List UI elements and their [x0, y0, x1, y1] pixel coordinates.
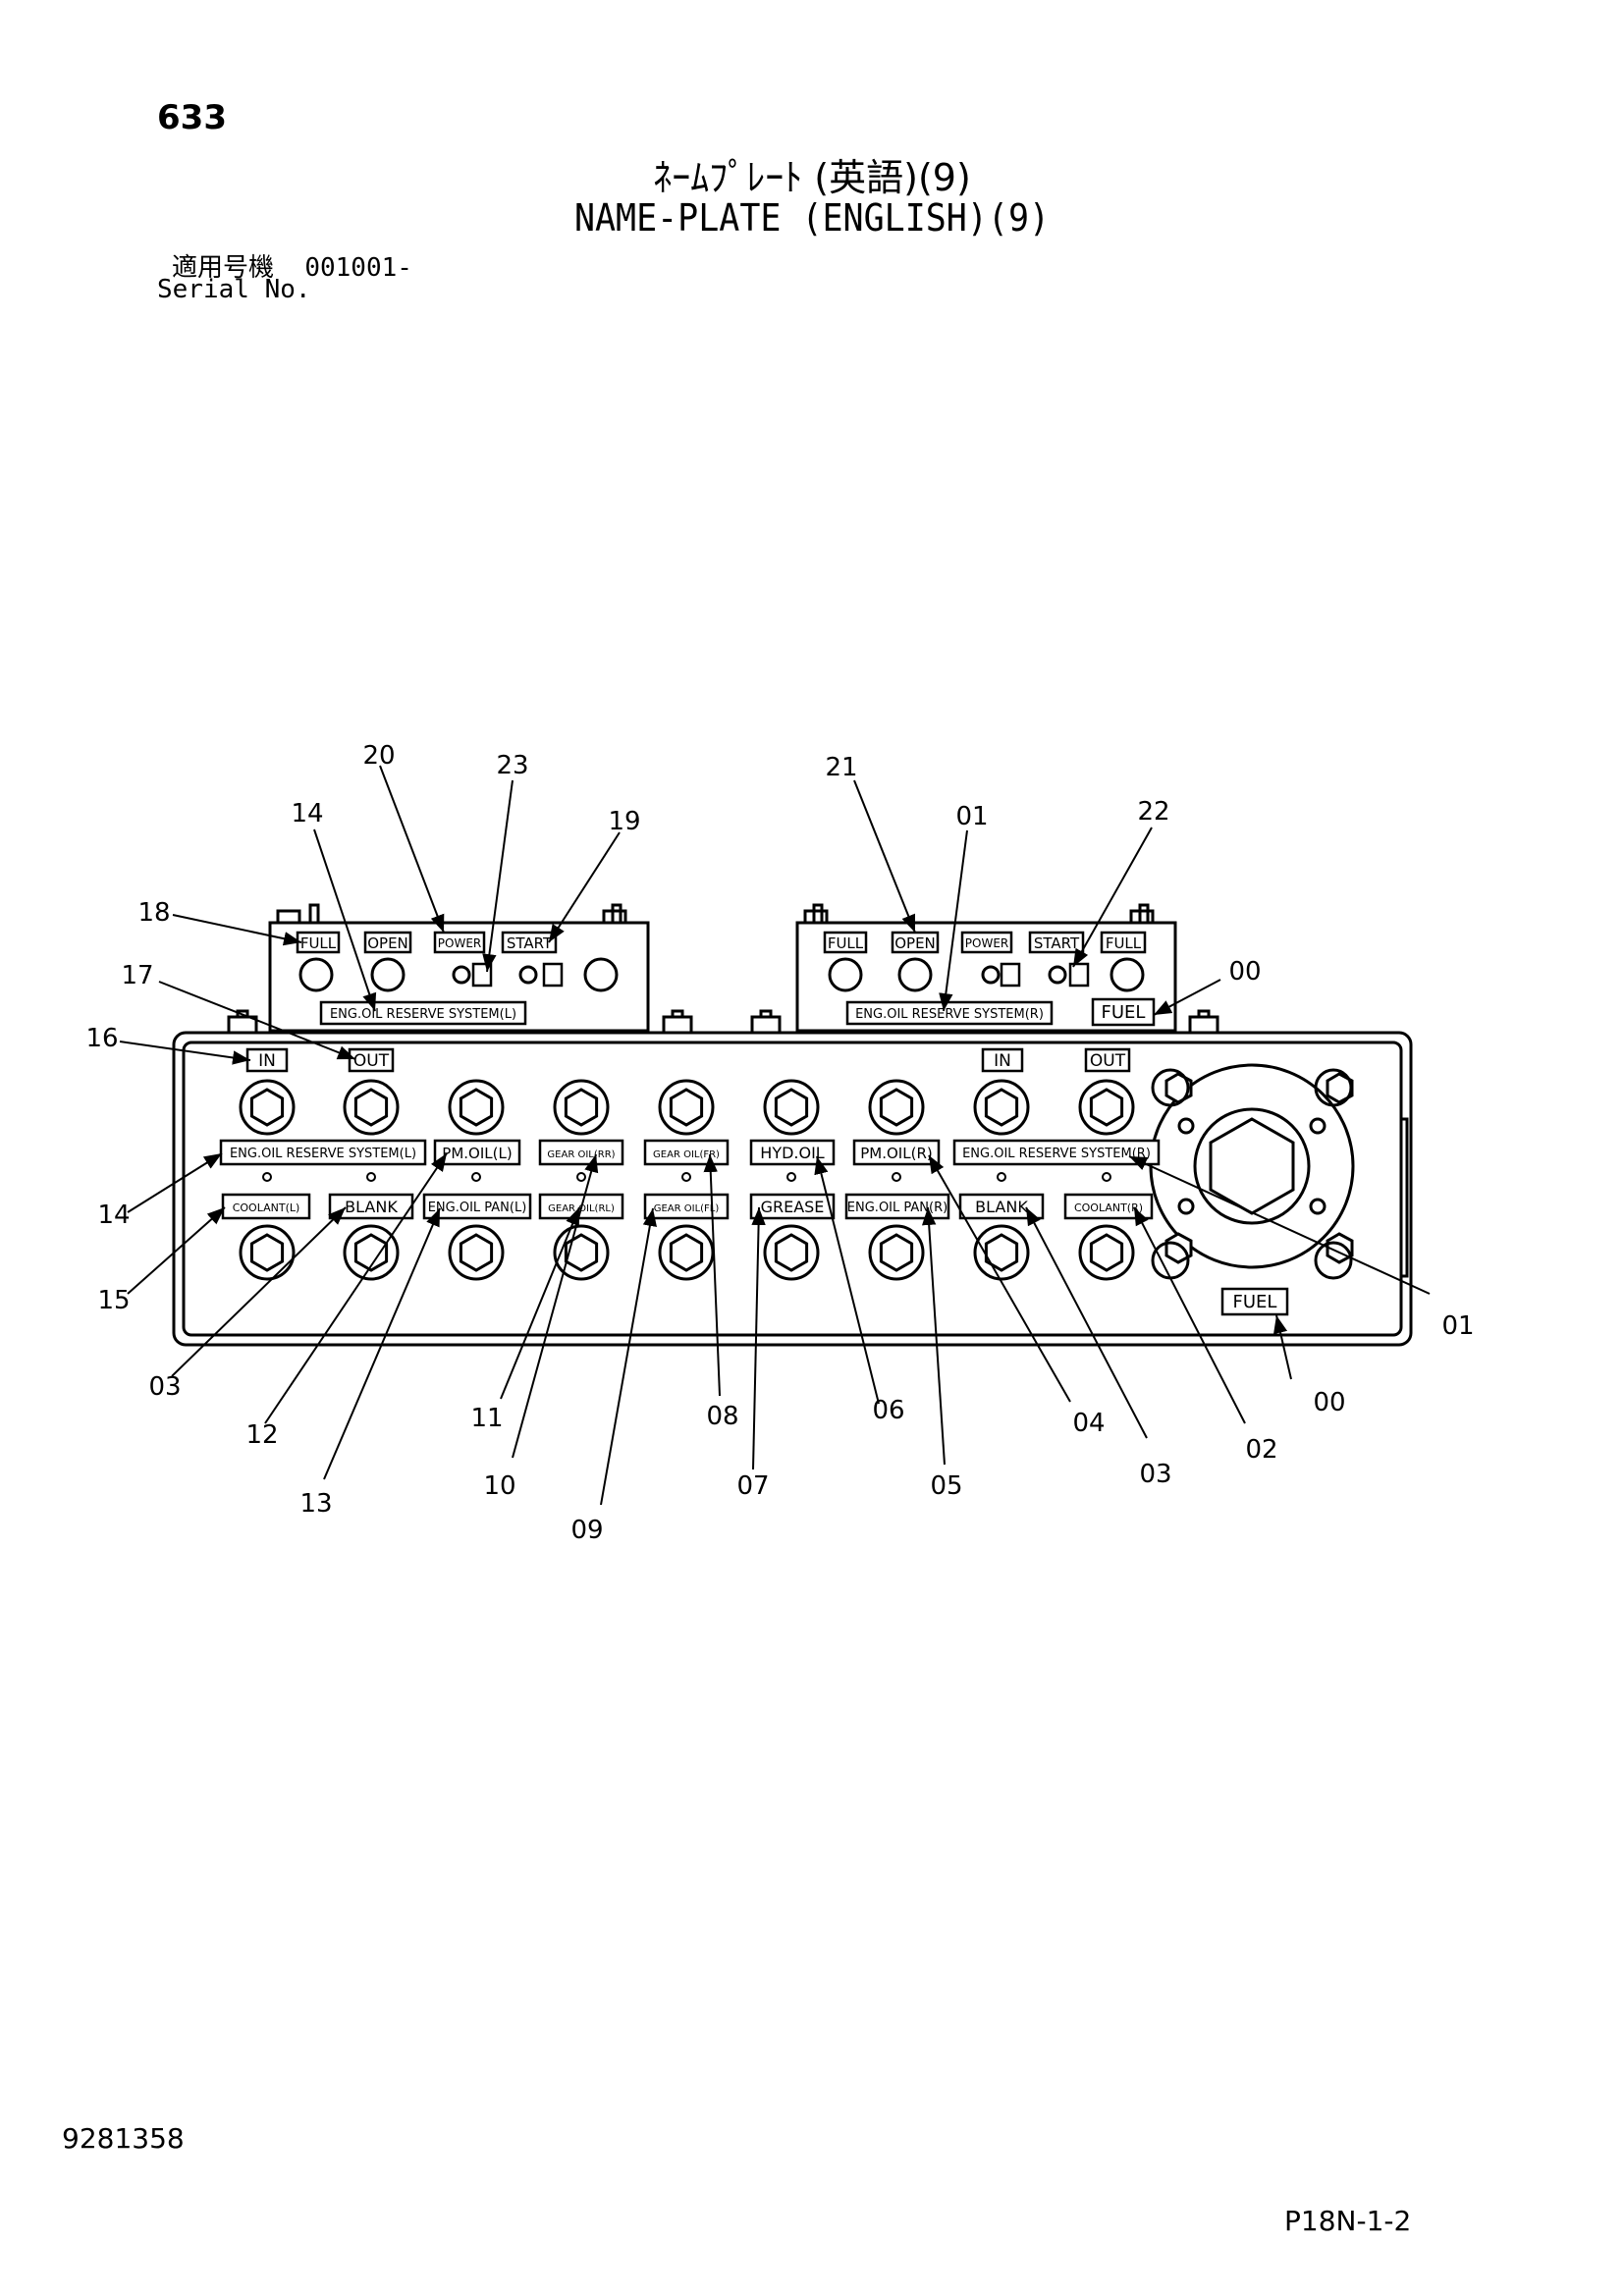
upper-left-panel — [268, 921, 650, 1033]
plate-row1-pm-oil-l: PM.OIL(L) — [442, 1145, 512, 1162]
plate-upper-left-full: FULL — [300, 934, 337, 952]
plate-upper-right-power: POWER — [965, 936, 1008, 950]
plate-upper-left-power: POWER — [438, 936, 481, 950]
callout-01-right: 01 — [1441, 1311, 1474, 1341]
plate-upper-right-open: OPEN — [894, 934, 936, 952]
plate-upper-left-start: START — [507, 934, 553, 952]
callout-03-right: 03 — [1139, 1460, 1171, 1489]
fuel-filler — [1149, 1063, 1355, 1280]
plate-upper-left-open: OPEN — [367, 934, 408, 952]
callout-00-top: 00 — [1228, 957, 1261, 987]
plate-row1-gear-oil-rr: GEAR OIL(RR) — [547, 1149, 615, 1160]
callout-14-left: 14 — [97, 1201, 130, 1230]
page-code: P18N-1-2 — [1284, 2205, 1412, 2237]
plate-row2-blank-r: BLANK — [975, 1198, 1028, 1216]
callout-14-top: 14 — [291, 799, 323, 828]
plate-in-left: IN — [258, 1051, 276, 1071]
callout-11: 11 — [470, 1404, 503, 1433]
callout-12: 12 — [245, 1420, 278, 1450]
plate-row2-grease: GREASE — [761, 1198, 825, 1216]
document-number: 9281358 — [62, 2122, 185, 2155]
plate-fuel-upper: FUEL — [1102, 1002, 1146, 1023]
serial-value: 001001- — [304, 253, 412, 283]
plate-upper-right-full-2: FULL — [1106, 934, 1142, 952]
serial-label-jp-text: 適用号機 — [172, 253, 275, 283]
plate-row1-eng-oil-reserve-l: ENG.OIL RESERVE SYSTEM(L) — [230, 1147, 416, 1161]
callout-04: 04 — [1072, 1409, 1105, 1438]
callout-15: 15 — [97, 1286, 130, 1315]
callout-23: 23 — [496, 751, 528, 780]
upper-right-panel — [795, 921, 1177, 1033]
callout-20: 20 — [362, 741, 395, 771]
plate-row1-hyd-oil: HYD.OIL — [760, 1144, 825, 1162]
plate-row2-coolant-l: COOLANT(L) — [233, 1201, 300, 1214]
callout-07: 07 — [736, 1471, 769, 1501]
callout-09: 09 — [570, 1516, 603, 1545]
main-panel — [172, 1031, 1413, 1347]
callout-00-bottom: 00 — [1313, 1388, 1345, 1417]
callout-18: 18 — [137, 898, 170, 928]
plate-out-right: OUT — [1090, 1051, 1126, 1071]
plate-upper-right-start: START — [1034, 934, 1080, 952]
callout-17: 17 — [121, 961, 153, 990]
plate-row2-eng-oil-pan-l: ENG.OIL PAN(L) — [428, 1201, 527, 1215]
callout-13: 13 — [299, 1489, 332, 1519]
callout-03-left: 03 — [148, 1372, 181, 1402]
plate-row1-eng-oil-reserve-r: ENG.OIL RESERVE SYSTEM(R) — [962, 1147, 1151, 1161]
plate-in-right: IN — [994, 1051, 1011, 1071]
callout-08: 08 — [706, 1402, 738, 1431]
serial-label-english: Serial No. — [157, 275, 311, 304]
callout-21: 21 — [825, 753, 857, 782]
title-english: NAME-PLATE (ENGLISH)(9) — [573, 196, 1051, 240]
plate-row2-coolant-r: COOLANT(R) — [1074, 1201, 1143, 1214]
plate-row2-gear-oil-fl: GEAR OIL(FL) — [654, 1203, 720, 1214]
callout-05: 05 — [930, 1471, 962, 1501]
plate-row1-gear-oil-fr: GEAR OIL(FR) — [653, 1149, 720, 1160]
plate-out-left: OUT — [353, 1051, 390, 1071]
callout-02: 02 — [1245, 1435, 1277, 1465]
callout-01-top: 01 — [955, 802, 988, 831]
callout-10: 10 — [483, 1471, 515, 1501]
callout-19: 19 — [608, 807, 640, 836]
callout-16: 16 — [85, 1024, 118, 1053]
plate-fuel-lower: FUEL — [1233, 1292, 1277, 1312]
serial-label-japanese: 適用号機 001001- — [172, 247, 412, 284]
plate-upper-right-system: ENG.OIL RESERVE SYSTEM(R) — [855, 1007, 1044, 1022]
plate-row1-pm-oil-r: PM.OIL(R) — [860, 1145, 932, 1162]
plate-row2-blank-l: BLANK — [345, 1198, 398, 1216]
plate-upper-left-system: ENG.OIL RESERVE SYSTEM(L) — [330, 1007, 516, 1022]
callout-06: 06 — [872, 1396, 904, 1425]
callout-22: 22 — [1137, 797, 1169, 827]
plate-row2-eng-oil-pan-r: ENG.OIL PAN(R) — [847, 1201, 947, 1215]
page-number: 633 — [157, 98, 227, 137]
plate-upper-right-full: FULL — [828, 934, 864, 952]
title-japanese: ﾈｰﾑﾌﾟﾚｰﾄ (英語)(9) — [653, 156, 971, 199]
